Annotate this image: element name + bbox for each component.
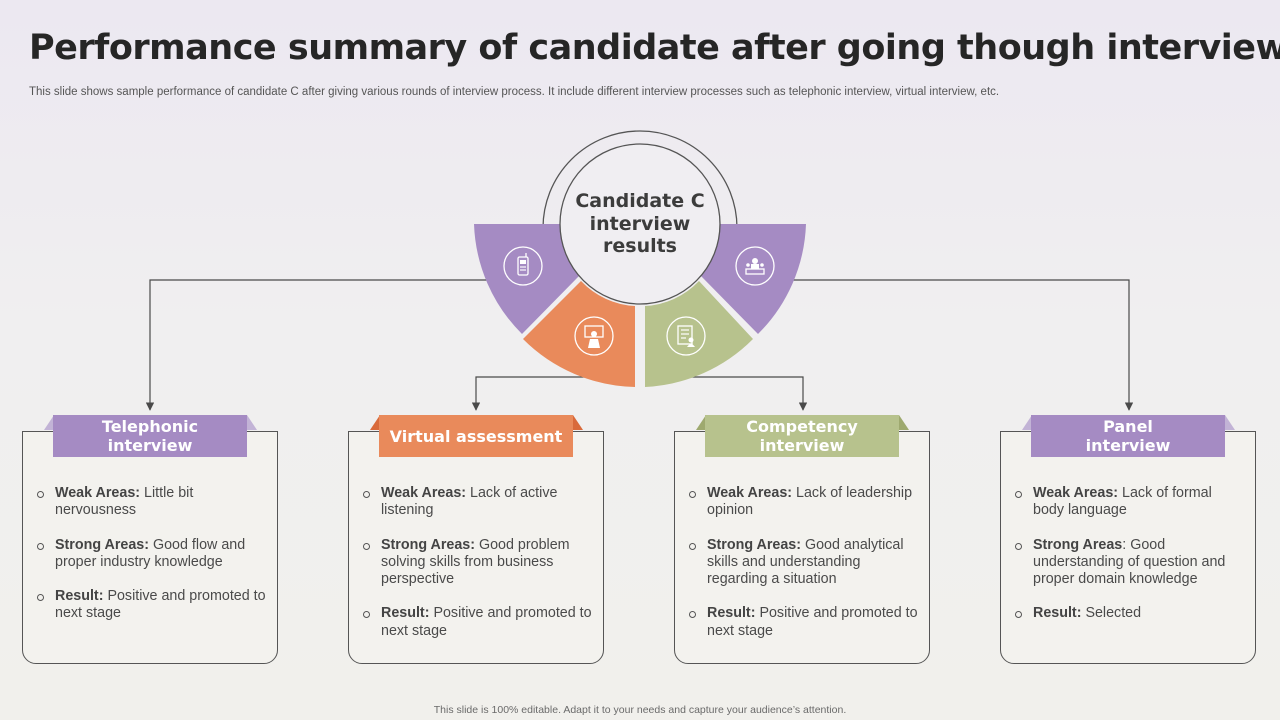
center-line-1: Candidate C: [575, 190, 705, 212]
result-item: Result: Selected: [1015, 605, 1245, 622]
label-flap: [1225, 415, 1235, 430]
weak-text: Little bit nervousness: [55, 485, 194, 519]
label-line-1: Virtual assessment: [389, 426, 563, 446]
weak-text: Lack of leadership opinion: [707, 485, 913, 519]
weak-areas-item: Weak Areas: Lack of active listening: [363, 485, 593, 520]
outer-ring: [542, 130, 738, 229]
result-item: Result: Positive and promoted to next st…: [363, 605, 593, 640]
card-competency: Weak Areas: Lack of leadership opinion S…: [674, 431, 930, 664]
label-flap: [44, 415, 54, 430]
center-line-3: results: [603, 235, 677, 257]
card-virtual-assessment: Weak Areas: Lack of active listening Str…: [348, 431, 604, 664]
strong-text: Good analytical skills and understanding…: [707, 536, 904, 588]
result-label: Result:: [55, 588, 104, 605]
label-flap: [1022, 415, 1032, 430]
label-flap: [573, 415, 583, 430]
weak-text: Lack of active listening: [381, 485, 558, 519]
resume-icon: [666, 316, 706, 356]
label-line-2: interview: [759, 436, 845, 455]
result-text: Positive and promoted to next stage: [55, 588, 266, 622]
footer-note: This slide is 100% editable. Adapt it to…: [433, 704, 847, 716]
center-title: Candidate C interview results: [560, 190, 720, 258]
weak-areas-item: Weak Areas: Lack of leadership opinion: [689, 485, 919, 520]
connector-panel: [793, 279, 1134, 411]
label-virtual-assessment: Virtual assessment: [379, 415, 573, 457]
result-text: Positive and promoted to next stage: [381, 605, 592, 639]
strong-label: Strong Areas:: [707, 536, 802, 553]
label-flap: [370, 415, 380, 430]
connector-lines: [145, 279, 1134, 411]
card-panel: Weak Areas: Lack of formal body language…: [1000, 431, 1256, 664]
card-list: Weak Areas: Little bit nervousness Stron…: [23, 432, 277, 623]
result-label: Result:: [707, 605, 756, 622]
strong-label: Strong Areas:: [55, 536, 150, 553]
segment-competency: [645, 281, 753, 387]
phone-icon: [503, 246, 543, 286]
label-line-1: Panel: [1103, 417, 1153, 436]
connector-virtual: [471, 376, 590, 411]
label-line-1: Competency: [746, 417, 858, 436]
center-circle: [559, 143, 721, 305]
weak-label: Weak Areas:: [707, 485, 793, 501]
weak-label: Weak Areas:: [381, 485, 467, 501]
strong-areas-item: Strong Areas: Good analytical skills and…: [689, 536, 919, 589]
card-telephonic: Weak Areas: Little bit nervousness Stron…: [22, 431, 278, 664]
weak-label: Weak Areas:: [1033, 485, 1119, 501]
label-line-1: Telephonic: [101, 417, 199, 436]
label-flap: [899, 415, 909, 430]
weak-text: Lack of formal body language: [1033, 485, 1212, 519]
label-flap: [696, 415, 706, 430]
label-flap: [247, 415, 257, 430]
page-title: Performance summary of candidate after g…: [29, 28, 1280, 68]
card-list: Weak Areas: Lack of formal body language…: [1001, 432, 1255, 623]
weak-areas-item: Weak Areas: Little bit nervousness: [37, 485, 267, 520]
strong-label: Strong Areas: [1033, 536, 1123, 553]
weak-areas-item: Weak Areas: Lack of formal body language: [1015, 485, 1245, 520]
label-line-2: interview: [1085, 436, 1171, 455]
page-subtitle: This slide shows sample performance of c…: [29, 86, 1000, 98]
strong-text: : Good understanding of question and pro…: [1033, 536, 1226, 588]
result-text: Positive and promoted to next stage: [707, 605, 918, 639]
result-text: Selected: [1081, 605, 1142, 622]
panel-meeting-icon: [735, 246, 775, 286]
weak-label: Weak Areas:: [55, 485, 141, 501]
strong-areas-item: Strong Areas: Good understanding of ques…: [1015, 536, 1245, 589]
segments: [474, 224, 806, 387]
result-item: Result: Positive and promoted to next st…: [37, 588, 267, 623]
card-list: Weak Areas: Lack of active listening Str…: [349, 432, 603, 640]
result-item: Result: Positive and promoted to next st…: [689, 605, 919, 640]
card-list: Weak Areas: Lack of leadership opinion S…: [675, 432, 929, 640]
strong-label: Strong Areas:: [381, 536, 476, 553]
strong-text: Good flow and proper industry knowledge: [55, 536, 246, 570]
strong-areas-item: Strong Areas: Good problem solving skill…: [363, 536, 593, 589]
segment-virtual: [523, 281, 635, 387]
segment-telephonic: [474, 224, 579, 334]
center-line-2: interview: [589, 212, 691, 235]
presenter-icon: [574, 316, 614, 356]
connector-competency: [690, 376, 808, 411]
connector-telephonic: [145, 279, 487, 411]
segment-panel: [701, 224, 806, 334]
result-label: Result:: [381, 605, 430, 622]
label-line-2: interview: [107, 436, 193, 455]
strong-text: Good problem solving skills from busines…: [381, 536, 570, 588]
strong-areas-item: Strong Areas: Good flow and proper indus…: [37, 536, 267, 572]
result-label: Result:: [1033, 605, 1082, 622]
